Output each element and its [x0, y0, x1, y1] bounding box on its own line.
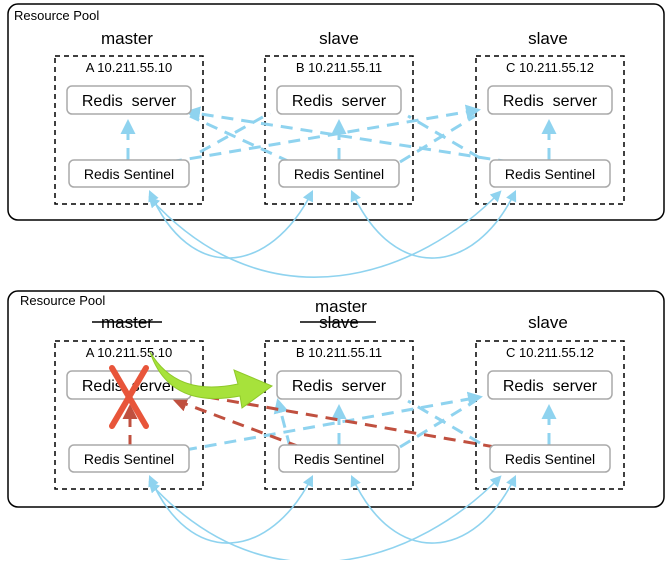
host-label-b: B 10.211.55.11 [296, 60, 382, 75]
role-label-c: slave [528, 29, 568, 48]
resource-pool-box [7, 290, 665, 508]
redis-sentinel-b-label: Redis Sentinel [294, 451, 384, 467]
sentinel-interconnect [148, 474, 517, 563]
redis-sentinel-b [278, 159, 400, 188]
resource-pool-box [7, 3, 665, 221]
redis-server-b-label: Redis server [292, 93, 387, 110]
host-box-a [54, 340, 204, 490]
redis-sentinel-a [68, 444, 190, 473]
redis-server-c [487, 370, 613, 400]
role-label-a: master [101, 29, 153, 48]
failed-links [122, 392, 496, 449]
host-box-a [54, 55, 204, 205]
redis-server-c-label: Redis server [503, 93, 598, 110]
host-label-b: B 10.211.55.11 [296, 345, 382, 360]
monitor-links [120, 104, 557, 164]
curved-arrow-icon [149, 351, 274, 409]
host-label-c: C 10.211.55.12 [506, 345, 594, 360]
host-box-c [475, 340, 625, 490]
panel-after-failover: Resource Pool master master slave slave … [7, 290, 665, 563]
redis-server-b [276, 370, 402, 400]
panel-before-failover: Resource Pool master slave slave A 10.21… [7, 3, 665, 278]
redis-server-b [276, 85, 402, 115]
role-label-b: slave [319, 29, 359, 48]
cross-icon [109, 365, 149, 429]
redis-server-a-label: Redis server [82, 93, 177, 110]
host-label-a: A 10.211.55.10 [86, 345, 173, 360]
resource-pool-label: Resource Pool [14, 8, 99, 23]
sentinel-interconnect [148, 189, 517, 278]
host-label-c: C 10.211.55.12 [506, 60, 594, 75]
redis-sentinel-b-label: Redis Sentinel [294, 166, 384, 182]
promoted-role-label: master [315, 297, 367, 316]
redis-server-c [487, 85, 613, 115]
redis-sentinel-a [68, 159, 190, 188]
redis-server-b-label: Redis server [292, 378, 387, 395]
resource-pool-label: Resource Pool [20, 293, 105, 308]
redis-sentinel-c-label: Redis Sentinel [505, 451, 595, 467]
redis-sentinel-a-label: Redis Sentinel [84, 451, 174, 467]
redis-sentinel-c-label: Redis Sentinel [505, 166, 595, 182]
redis-server-a [66, 85, 192, 115]
redis-server-c-label: Redis server [503, 378, 598, 395]
host-label-a: A 10.211.55.10 [86, 60, 173, 75]
redis-sentinel-a-label: Redis Sentinel [84, 166, 174, 182]
redis-sentinel-c [489, 159, 611, 188]
redis-sentinel-c [489, 444, 611, 473]
host-box-c [475, 55, 625, 205]
monitor-links [184, 391, 557, 452]
redis-sentinel-b [278, 444, 400, 473]
role-label-c: slave [528, 313, 568, 332]
redis-server-a-label: Redis server [82, 378, 177, 395]
